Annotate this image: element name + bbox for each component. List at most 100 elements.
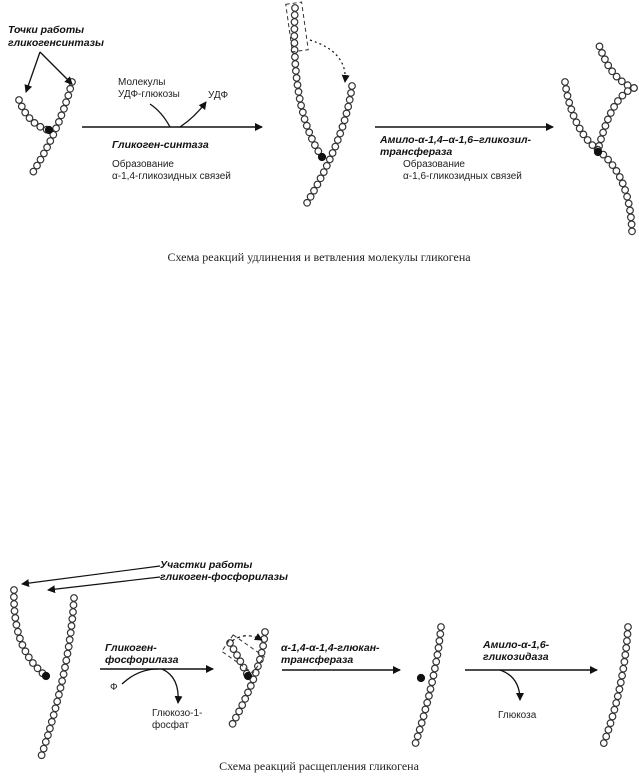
g1p-curve — [161, 668, 183, 704]
glucose-residue — [57, 111, 66, 120]
glucose-residue — [620, 657, 629, 666]
glucose-residue — [612, 72, 621, 81]
glucose-residue — [229, 645, 238, 653]
glucose-residue — [417, 719, 426, 727]
glucose-residue — [290, 18, 299, 26]
glucose-residue — [62, 656, 71, 665]
glucose-residue — [435, 637, 444, 645]
glucose-residue — [429, 671, 438, 680]
glucose-residue — [606, 109, 615, 117]
glucose-residue — [70, 594, 78, 602]
glucose-residue — [33, 664, 42, 673]
glucose-residue — [49, 711, 58, 719]
glucose-residue — [328, 149, 337, 157]
glucose-residue — [41, 738, 50, 746]
glucose-residue — [69, 608, 77, 616]
udp-glucose-label-line2: УДФ-глюкозы — [118, 89, 180, 100]
glucose-residue — [291, 4, 299, 12]
glucose-residue — [612, 699, 621, 707]
removed-segment-box — [221, 634, 265, 674]
glucose-residue — [21, 647, 30, 656]
branch-point — [44, 125, 54, 135]
glucose-residue — [569, 111, 578, 120]
glucose-residue — [604, 726, 613, 734]
sites-arrow-1 — [24, 51, 41, 93]
glucose-residue — [628, 227, 636, 236]
top-caption: Схема реакций удлинения и ветвления моле… — [167, 250, 471, 264]
glucose-residue — [345, 95, 354, 104]
sites-arrow-2 — [39, 51, 73, 85]
formation-1-line1: Образование — [112, 158, 174, 170]
glucose-residue — [9, 593, 18, 601]
phosphorylase-site-arrow-2 — [47, 576, 161, 594]
glucose-residue — [630, 84, 638, 92]
udp-glucose-label-line1: Молекулы — [118, 77, 165, 88]
glucose-residue — [24, 653, 33, 662]
glucose-residue — [434, 643, 443, 652]
glucose-residue — [626, 206, 634, 215]
glucose-residue — [236, 657, 245, 666]
glucosidase-label-line1: Амило-α-1,6- — [482, 639, 550, 651]
glucose-residue — [599, 128, 607, 137]
glucose-residue — [61, 663, 69, 672]
glucose-residue — [44, 731, 52, 740]
glucose-residue — [36, 122, 45, 131]
glucose-residue — [46, 724, 54, 733]
glucose-residue — [583, 136, 592, 144]
glucose-residue — [18, 641, 27, 649]
glucose-residue — [618, 179, 627, 188]
branch-point — [416, 673, 426, 683]
glucose-residue — [67, 622, 76, 630]
glucose-residue — [295, 94, 304, 103]
sites-label-line2: гликогенсинтазы — [8, 37, 104, 49]
glucose-residue — [256, 655, 264, 664]
glucose-residue — [246, 682, 255, 690]
glucose-residue — [606, 719, 615, 728]
glucose-residue — [310, 186, 318, 195]
glucose-residue — [623, 192, 631, 201]
glucose-residue — [10, 600, 19, 608]
glucose-residue — [53, 697, 62, 706]
glucose-residue — [432, 657, 441, 666]
udp-curve — [179, 101, 207, 128]
glucose-residue — [612, 166, 621, 175]
phosphorylase-sites-line2: гликоген-фосфорилазы — [160, 571, 288, 583]
glucose-residue — [561, 78, 569, 86]
glycogen-molecule-debranched — [599, 623, 632, 747]
glucose-residue — [66, 84, 75, 93]
glucose-residue — [290, 25, 299, 33]
glucose-residue — [322, 161, 331, 170]
glucose-residue — [615, 685, 624, 694]
glucose-residue — [261, 628, 269, 636]
glucose-residue — [244, 688, 252, 697]
glucose-residue — [11, 614, 20, 622]
glucose-residue — [411, 739, 420, 747]
glucose-residue — [342, 109, 351, 118]
glucose-residue — [17, 102, 26, 111]
glucose-residue — [624, 199, 633, 208]
glucose-residue — [65, 635, 74, 644]
glucose-residue — [614, 97, 622, 105]
glucose-residue — [25, 114, 34, 122]
glucose-residue — [627, 213, 635, 222]
glucose-residue — [29, 659, 37, 667]
glucose-residue — [55, 690, 63, 699]
glucose-residue — [347, 88, 355, 97]
glucose-residue — [619, 664, 628, 673]
glucose-residue — [313, 180, 322, 189]
transferase-label-line1: α-1,4-α-1,4-глюкан- — [281, 642, 380, 654]
glucose-residue — [16, 634, 24, 643]
glucose-residue — [344, 102, 353, 111]
glycogen-synthase-label: Гликоген-синтаза — [112, 139, 209, 151]
glycogen-molecule-shortened — [226, 628, 269, 728]
glucose-residue — [436, 630, 445, 638]
glucose-residue — [601, 121, 610, 130]
glucose-residue — [617, 77, 626, 86]
glucose-residue — [36, 155, 45, 164]
glucose-residue — [579, 130, 588, 139]
glucose-residue — [608, 67, 616, 76]
glucose-residue — [604, 155, 612, 164]
glucose-residue — [292, 66, 300, 75]
glucose-residue — [15, 96, 23, 104]
sites-label-line1: Точки работы — [8, 24, 84, 36]
